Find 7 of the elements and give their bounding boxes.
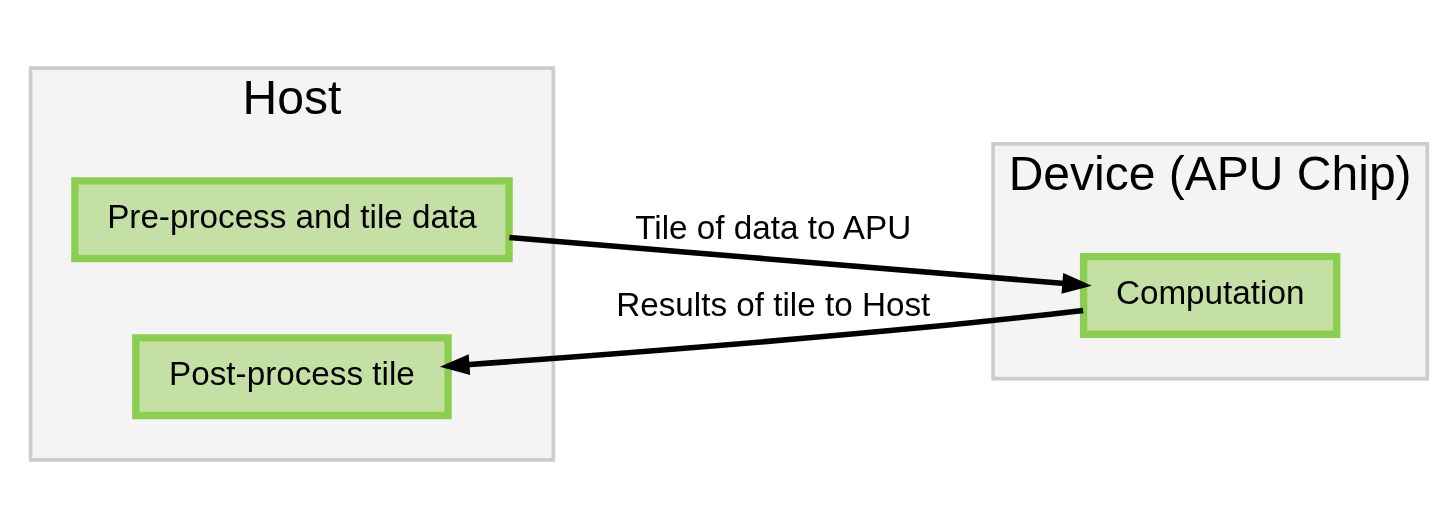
arrow [439, 307, 1084, 375]
arrow [509, 234, 1092, 294]
node-box: Pre-process and tile data [71, 177, 513, 263]
node-box: Computation [1079, 252, 1341, 338]
edge-label: Results of tile to Host [616, 286, 931, 324]
node-box: Post-process tile [132, 334, 452, 420]
edge-label: Tile of data to APU [635, 208, 912, 246]
